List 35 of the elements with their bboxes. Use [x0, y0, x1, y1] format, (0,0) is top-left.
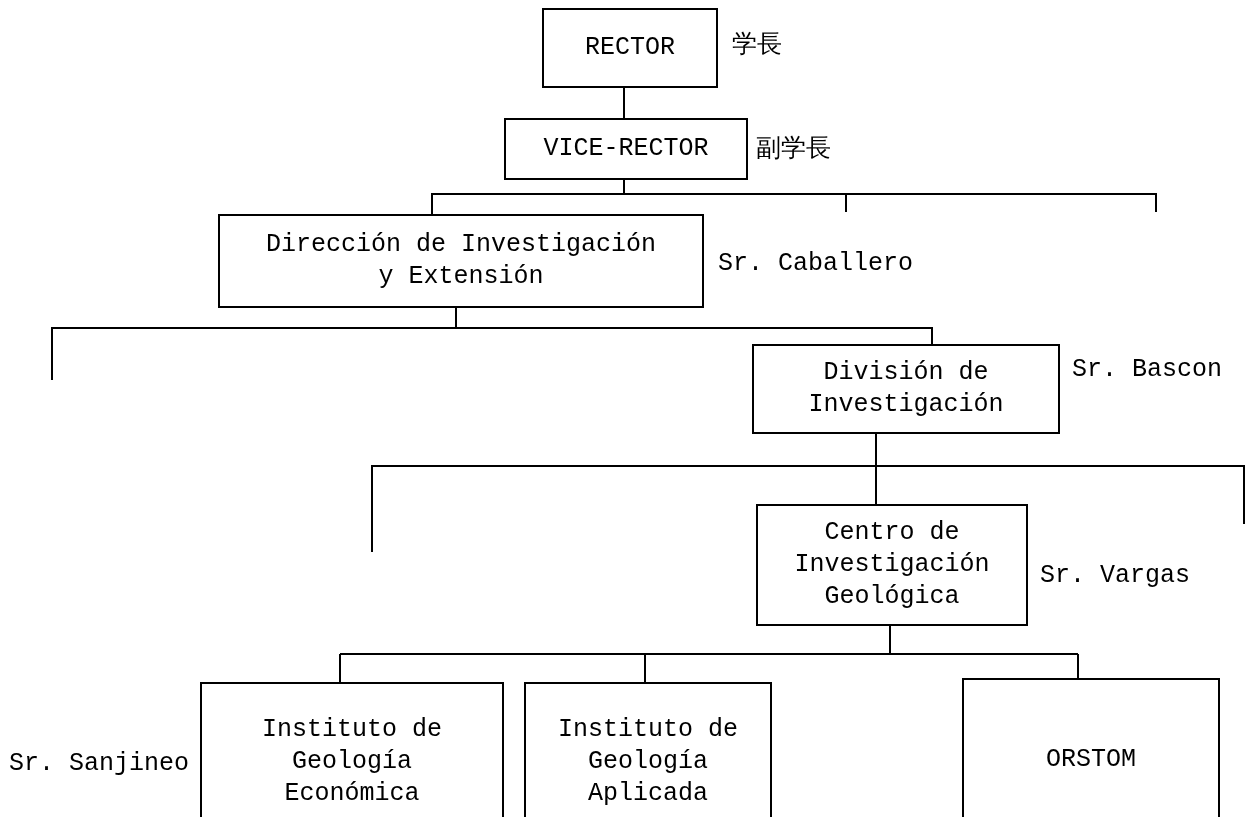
org-box — [218, 214, 704, 308]
connector-line — [739, 433, 1041, 467]
connector-line — [371, 465, 741, 553]
org-box — [200, 682, 504, 817]
box-label: División de Investigación — [807, 357, 1005, 421]
connector-line — [709, 193, 847, 213]
side-label: Sr. Sanjineo — [8, 748, 189, 780]
box-label: Dirección de Investigación y Extensión — [264, 229, 658, 293]
side-label: Sr. Vargas — [1040, 560, 1191, 592]
connector-line — [1039, 465, 1245, 525]
org-box — [752, 344, 1060, 434]
box-label: VICE-RECTOR — [543, 133, 709, 165]
box-label: ORSTOM — [1046, 744, 1136, 776]
connector-line — [339, 625, 1079, 655]
side-label: Sr. Bascon — [1072, 354, 1223, 386]
org-box — [524, 682, 772, 817]
connector-line — [623, 87, 625, 119]
connector-line — [644, 653, 646, 683]
connector-line — [339, 653, 341, 683]
box-label: Centro de Investigación Geológica — [793, 517, 991, 613]
side-label: 学長 — [732, 30, 782, 62]
org-box — [542, 8, 718, 88]
org-box — [962, 678, 1220, 817]
connector-line — [875, 465, 877, 505]
box-label: Instituto de Geología Aplicada — [557, 714, 739, 810]
connector-line — [623, 179, 711, 195]
box-label: Instituto de Geología Económica — [261, 714, 443, 810]
side-label: 副学長 — [756, 134, 831, 166]
connector-line — [431, 193, 625, 215]
box-label: RECTOR — [585, 32, 675, 64]
connector-line — [845, 193, 1157, 213]
org-box — [756, 504, 1028, 626]
org-box — [504, 118, 748, 180]
side-label: Sr. Caballero — [718, 248, 914, 280]
connector-line — [1077, 653, 1079, 679]
